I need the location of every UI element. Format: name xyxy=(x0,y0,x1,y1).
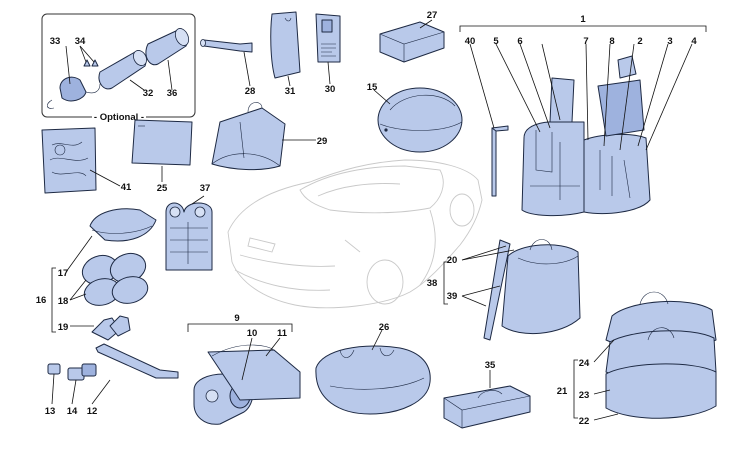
gloves xyxy=(91,315,131,341)
callout-35: 35 xyxy=(485,360,496,371)
callout-37: 37 xyxy=(200,183,211,194)
cylinder-bag xyxy=(443,385,531,429)
folded-cover xyxy=(379,21,445,63)
foam-cylinder xyxy=(145,28,190,66)
car-cover-bag xyxy=(315,345,431,415)
luggage-bag-with-rods xyxy=(483,239,581,341)
callout-6: 6 xyxy=(517,36,522,47)
wheel-wrench-set xyxy=(47,343,179,381)
callout-4: 4 xyxy=(691,36,697,47)
callout-39: 39 xyxy=(447,291,458,302)
tool-pouch xyxy=(270,11,301,79)
callout-20: 20 xyxy=(447,255,458,266)
callout-12: 12 xyxy=(87,406,98,417)
hose-fitting xyxy=(47,76,101,109)
callout-13: 13 xyxy=(45,406,56,417)
compressor-cylinder xyxy=(98,50,147,90)
callout-numbers: 1 2 3 4 5 6 7 8 9 10 11 12 13 14 15 16 1… xyxy=(36,10,698,427)
callout-11: 11 xyxy=(277,328,288,339)
callout-23: 23 xyxy=(579,390,590,401)
callout-41: 41 xyxy=(121,182,132,193)
stacked-luggage xyxy=(605,291,717,419)
callout-40: 40 xyxy=(465,36,476,47)
wheel-covers xyxy=(81,252,149,306)
callout-18: 18 xyxy=(58,296,69,307)
garment-bag xyxy=(211,102,286,171)
main-tool-roll xyxy=(521,55,651,217)
allen-key xyxy=(491,127,497,197)
callout-30: 30 xyxy=(325,84,336,95)
optional-label: - Optional - xyxy=(94,112,144,123)
callout-27: 27 xyxy=(427,10,438,21)
bracket-lines xyxy=(51,25,707,419)
callout-14: 14 xyxy=(67,406,78,417)
blanket xyxy=(89,208,157,242)
callout-22: 22 xyxy=(579,416,590,427)
callout-28: 28 xyxy=(245,86,256,97)
callout-2: 2 xyxy=(637,36,642,47)
callout-1: 1 xyxy=(580,14,586,25)
callout-8: 8 xyxy=(609,36,614,47)
callout-31: 31 xyxy=(285,86,296,97)
callout-25: 25 xyxy=(157,183,168,194)
callout-34: 34 xyxy=(75,36,86,47)
callout-29: 29 xyxy=(317,136,328,147)
callout-36: 36 xyxy=(167,88,178,99)
callout-3: 3 xyxy=(667,36,672,47)
tire-compressor-kit xyxy=(193,344,301,425)
callout-5: 5 xyxy=(493,36,499,47)
optional-group: - Optional - xyxy=(41,13,196,123)
car-outline xyxy=(227,159,483,309)
callout-9: 9 xyxy=(234,313,239,324)
tool-organizer xyxy=(165,202,213,271)
callout-15: 15 xyxy=(367,82,378,93)
flashlight xyxy=(200,39,253,53)
callout-26: 26 xyxy=(379,322,390,333)
callout-16: 16 xyxy=(36,295,47,306)
callout-17: 17 xyxy=(58,268,69,279)
callout-38: 38 xyxy=(427,278,438,289)
booklet xyxy=(131,119,193,166)
callout-33: 33 xyxy=(50,36,61,47)
callout-7: 7 xyxy=(583,36,588,47)
callout-10: 10 xyxy=(247,328,258,339)
info-card xyxy=(315,13,341,63)
callout-24: 24 xyxy=(579,358,590,369)
callout-21: 21 xyxy=(557,386,568,397)
callout-19: 19 xyxy=(58,322,69,333)
wheel-cover-case xyxy=(377,87,463,153)
callout-32: 32 xyxy=(143,88,154,99)
document-manual xyxy=(41,127,97,194)
leader-lines xyxy=(51,19,693,421)
